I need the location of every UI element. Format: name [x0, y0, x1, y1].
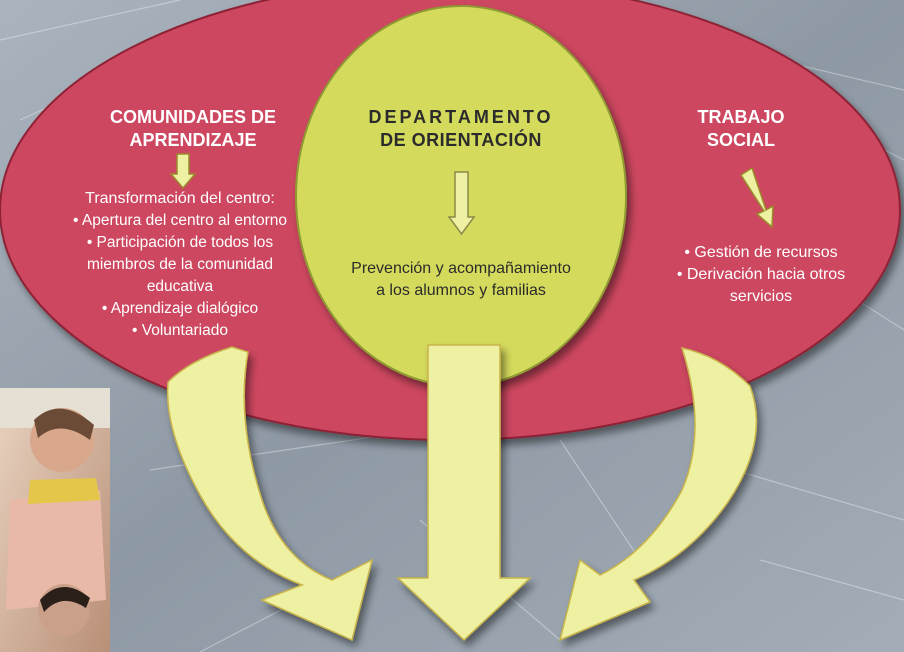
left-list-item: • Apertura del centro al entorno: [73, 212, 287, 229]
left-intro: Transformación del centro:: [85, 190, 275, 207]
center-body-line2: a los alumnos y familias: [376, 282, 546, 299]
big-arrow-left: [166, 346, 374, 642]
left-heading: COMUNIDADES DE APRENDIZAJE: [86, 106, 300, 152]
left-list-item: miembros de la comunidad: [86, 256, 274, 273]
right-list: • Gestión de recursos • Derivación hacia…: [636, 242, 886, 308]
big-arrow-right: [558, 347, 758, 642]
center-heading: DEPARTAMENTO DE ORIENTACIÓN: [330, 106, 592, 152]
left-list-item: • Participación de todos los: [86, 234, 274, 251]
right-list-item: • Derivación hacia otros: [676, 266, 846, 283]
big-arrow-center: [396, 344, 532, 642]
left-list-item: educativa: [146, 278, 214, 295]
center-heading-line1: DEPARTAMENTO: [368, 107, 554, 127]
right-heading-line1: TRABAJO: [697, 107, 785, 127]
center-heading-line2: DE ORIENTACIÓN: [380, 130, 542, 150]
left-heading-line2: APRENDIZAJE: [129, 130, 257, 150]
center-body: Prevención y acompañamiento a los alumno…: [306, 258, 616, 302]
small-arrow-left: [169, 153, 197, 190]
small-arrow-right: [739, 166, 774, 229]
right-list-item: servicios: [729, 288, 793, 305]
children-photo: [0, 388, 110, 652]
right-heading: TRABAJO SOCIAL: [656, 106, 826, 152]
left-list: • Apertura del centro al entorno • Parti…: [22, 210, 338, 342]
left-list-item: • Voluntariado: [132, 322, 228, 339]
center-body-line1: Prevención y acompañamiento: [351, 260, 571, 277]
right-list-item: • Gestión de recursos: [684, 244, 838, 261]
left-list-item: • Aprendizaje dialógico: [101, 300, 259, 317]
small-arrow-center: [447, 171, 476, 236]
left-heading-line1: COMUNIDADES DE: [109, 107, 276, 127]
right-heading-line2: SOCIAL: [706, 130, 775, 150]
